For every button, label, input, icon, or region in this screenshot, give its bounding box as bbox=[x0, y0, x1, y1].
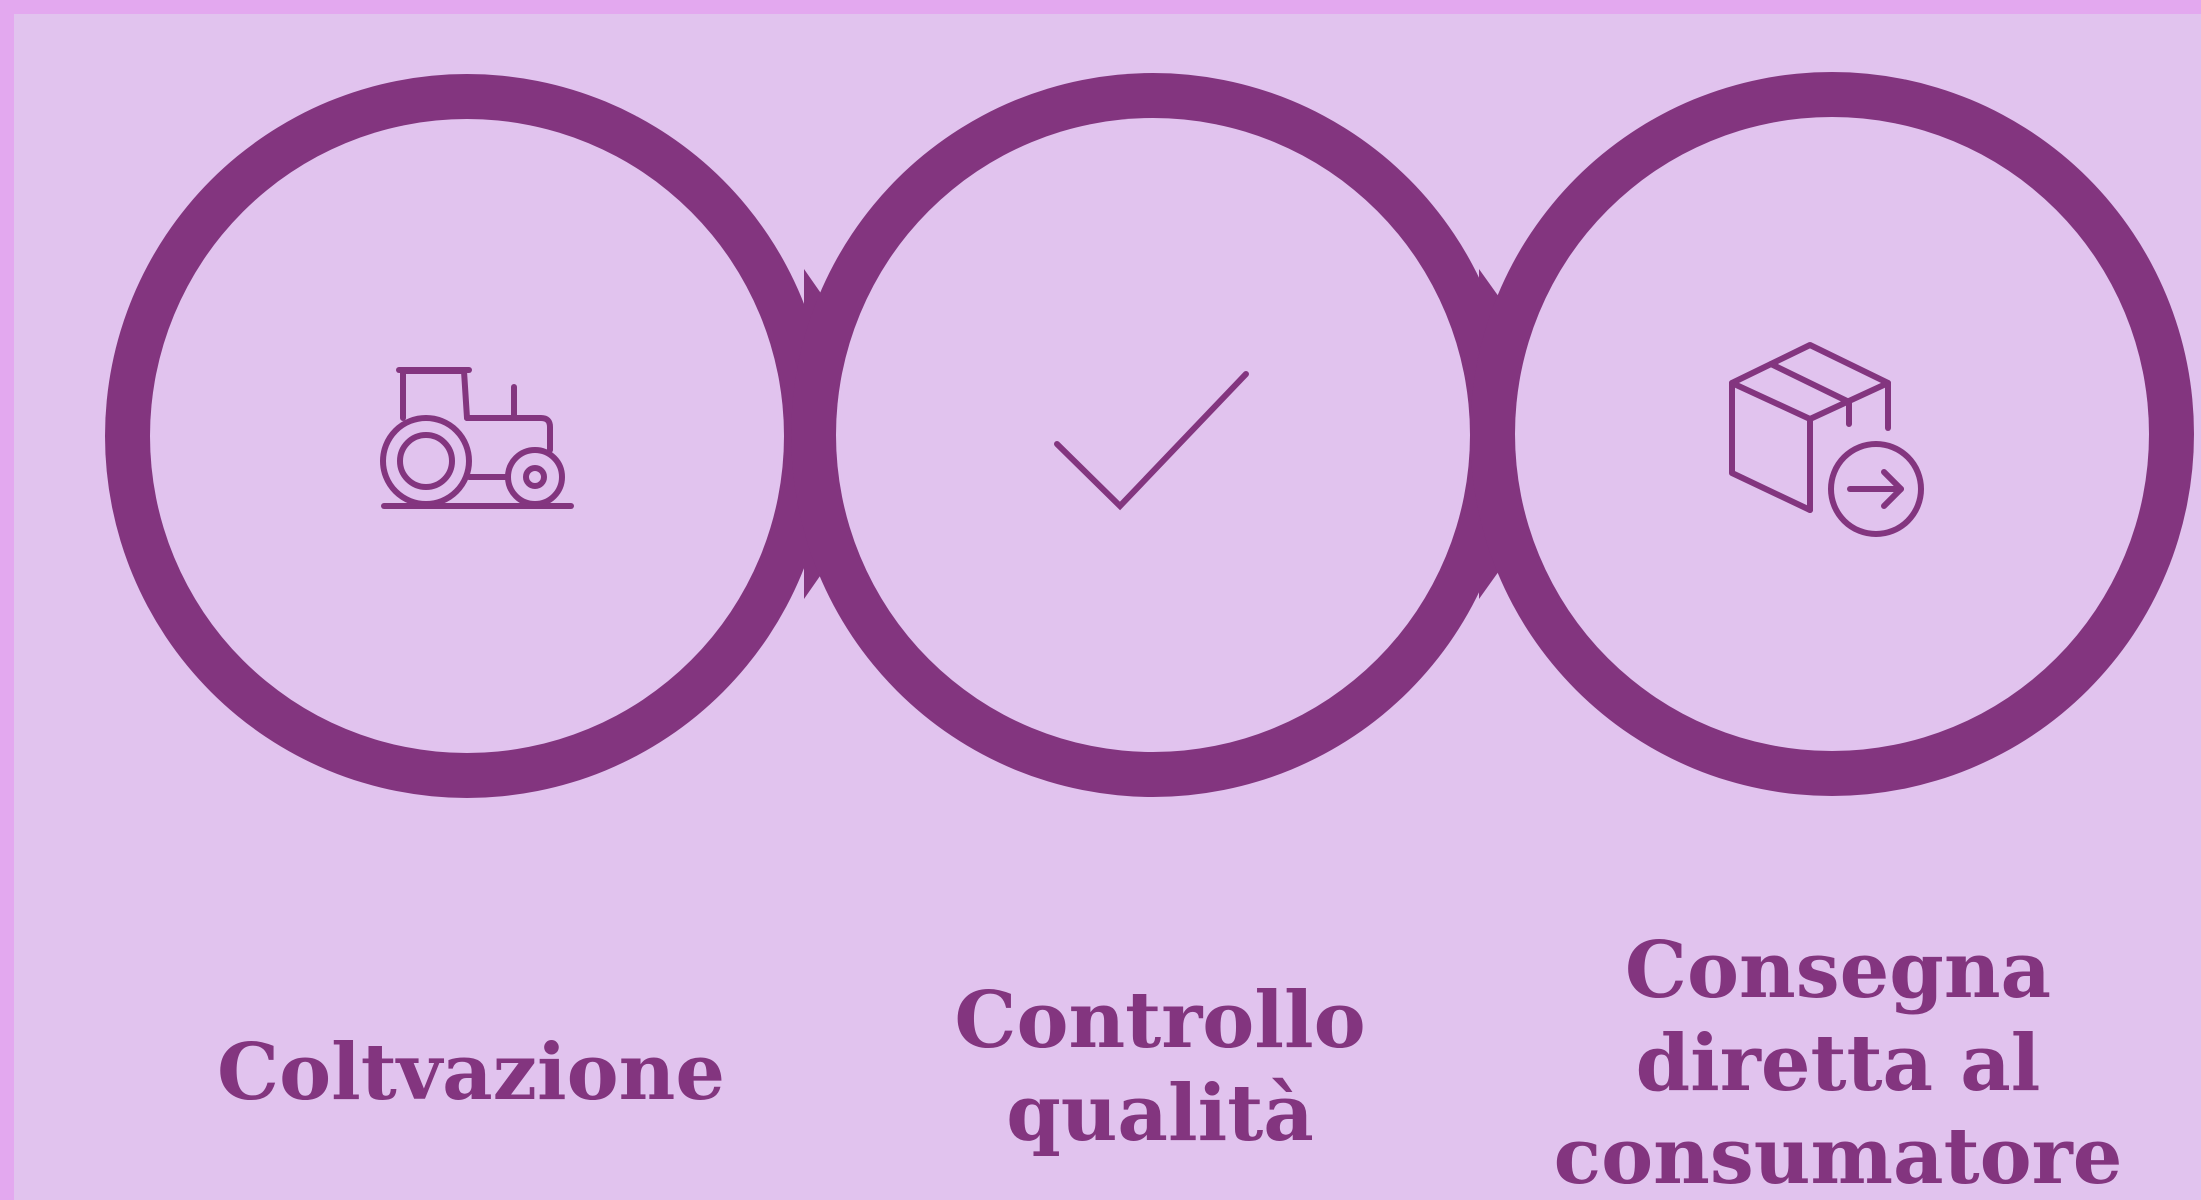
step-3-ring bbox=[1470, 72, 2194, 796]
step-3-label-line: Consegna bbox=[1624, 925, 2052, 1016]
step-1-label: Coltvazione bbox=[121, 1026, 821, 1119]
checkmark-icon bbox=[1054, 371, 1249, 511]
step-3-label-line: diretta al bbox=[1635, 1018, 2041, 1109]
step-2-ring bbox=[791, 73, 1597, 797]
step-2-label-line: qualità bbox=[1006, 1068, 1314, 1159]
step-2-label-line: Controllo bbox=[954, 975, 1366, 1066]
process-flow bbox=[14, 14, 2201, 1200]
tractor-icon bbox=[380, 367, 574, 509]
package-delivery-icon bbox=[1729, 342, 1924, 537]
step-1-label-line: Coltvazione bbox=[217, 1027, 725, 1118]
step-3-label-line: consumatore bbox=[1553, 1111, 2123, 1200]
